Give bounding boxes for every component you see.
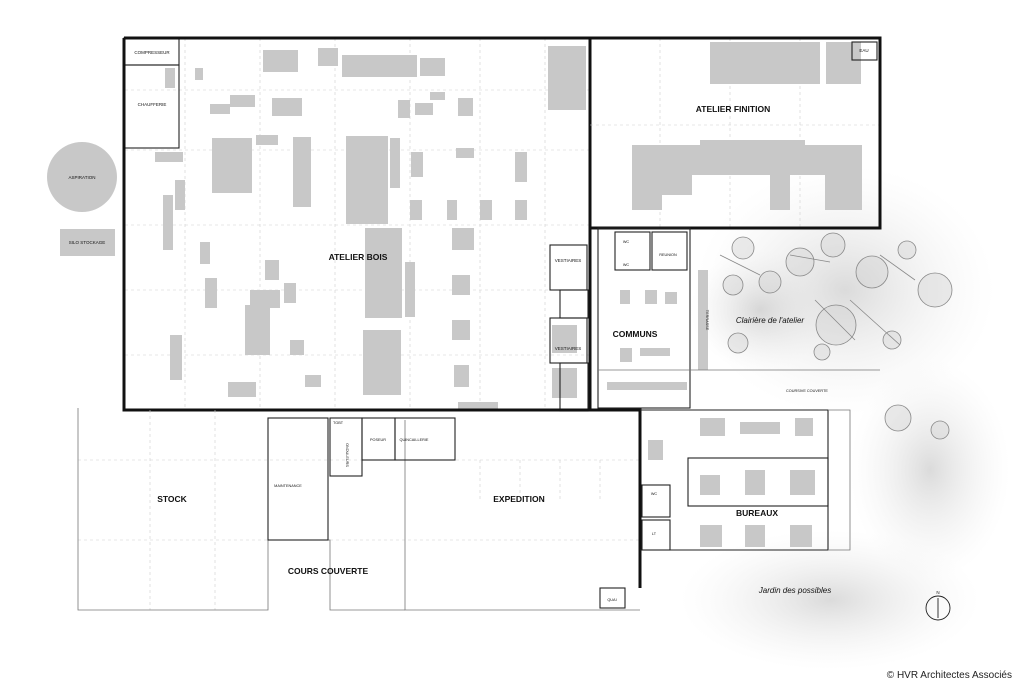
maintenance-label: MAINTENANCE	[274, 484, 302, 488]
atelier-finition	[590, 36, 882, 230]
north-arrow: N	[925, 590, 951, 621]
clairiere-label: Clairière de l'atelier	[736, 316, 805, 325]
wood-machines	[155, 46, 586, 410]
vegetation-area	[680, 165, 1010, 670]
silo-stockage-label: SILO STOCKAGE	[69, 240, 105, 245]
bureaux	[640, 409, 851, 551]
cours-couverte-label: COURS COUVERTE	[288, 566, 369, 576]
quincaillerie-label: QUINCAILLERIE	[400, 438, 429, 442]
wc-label-3: WC	[651, 492, 658, 496]
aspiration-silo: ASPIRATION	[47, 142, 117, 212]
stock-label: STOCK	[157, 494, 187, 504]
atelier-finition-label: ATELIER FINITION	[696, 104, 770, 114]
atelier-bois	[122, 36, 592, 412]
finishing-lines	[632, 42, 862, 210]
compresseur-label: COMPRESSEUR	[134, 50, 170, 55]
quai-label: QUAI	[607, 598, 616, 602]
copyright-text: © HVR Architectes Associés	[887, 670, 1012, 681]
aspiration-label: ASPIRATION	[69, 175, 96, 180]
atelier-bois-label: ATELIER BOIS	[329, 252, 388, 262]
north-label: N	[936, 590, 939, 595]
vestiaires-label-2: VESTIAIRES	[555, 346, 582, 351]
wc-label-1: WC	[623, 240, 630, 244]
bureaux-label: BUREAUX	[736, 508, 778, 518]
chaufferie-label: CHAUFFERIE	[138, 102, 167, 107]
tgbt-label: TGBT	[333, 421, 344, 425]
lower-volume	[77, 408, 642, 611]
reunion-label: REUNION	[659, 253, 677, 257]
eau-label: EAU	[859, 48, 868, 53]
lt-label: LT	[652, 532, 657, 536]
expedition-label: EXPEDITION	[493, 494, 544, 504]
trees	[719, 232, 953, 440]
jardin-label: Jardin des possibles	[758, 586, 831, 595]
communs-block	[597, 227, 880, 409]
silo-stockage: SILO STOCKAGE	[60, 229, 115, 256]
room-labels: ATELIER BOIS ATELIER FINITION STOCK EXPE…	[134, 48, 868, 602]
communs-label: COMMUNS	[613, 329, 658, 339]
wc-label-2: WC	[623, 263, 630, 267]
onduleurs-label: ONDULEURS	[345, 443, 349, 467]
poseur-label: POSEUR	[370, 438, 386, 442]
terrasse-label: TERRASSE	[705, 310, 709, 331]
coursive-couverte-label: COURSIVE COUVERTE	[786, 389, 828, 393]
vestiaires-label-1: VESTIAIRES	[555, 258, 582, 263]
